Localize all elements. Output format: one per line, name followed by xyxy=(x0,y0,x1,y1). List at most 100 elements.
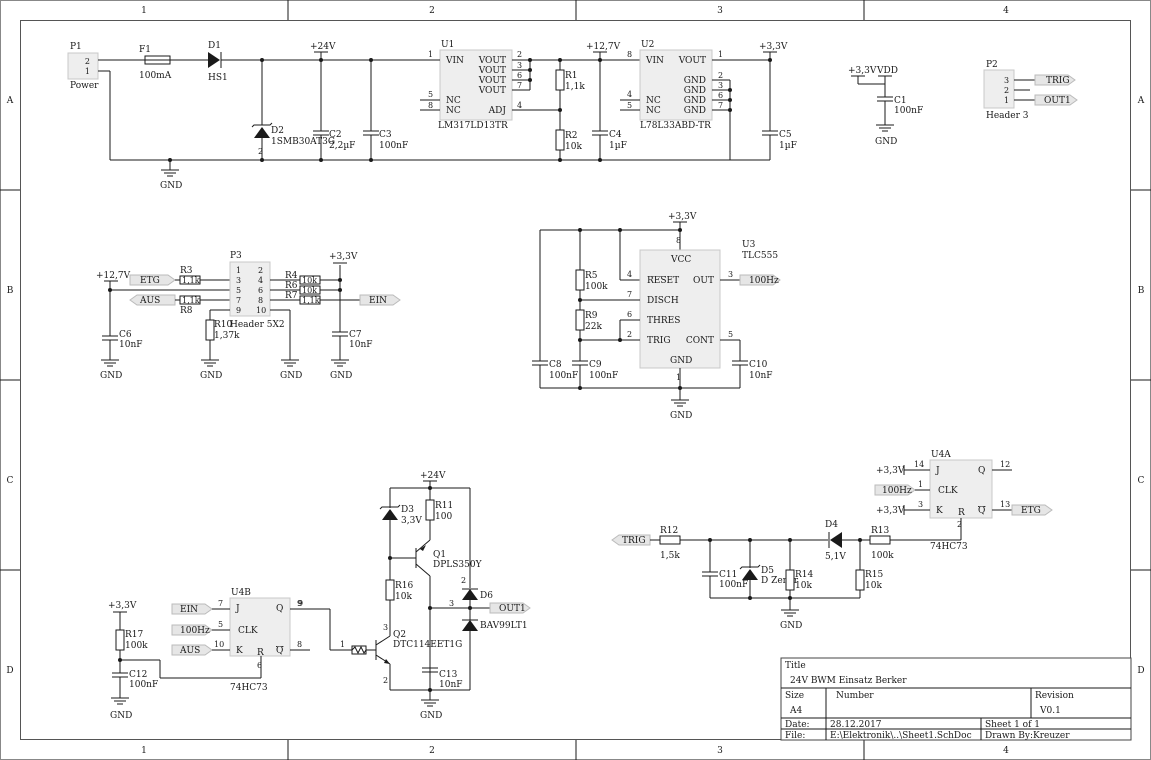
port-ein-p3[interactable]: EIN xyxy=(359,294,401,306)
d2-ref: D2 xyxy=(271,126,284,136)
c5-ref: C5 xyxy=(779,130,792,140)
c12-capacitor[interactable]: C12 100nF xyxy=(112,670,158,690)
c4-capacitor[interactable]: C4 1µF xyxy=(592,130,627,151)
c1-ref: C1 xyxy=(894,96,907,106)
u4b-pin-no-8: 8 xyxy=(297,640,302,649)
r15-ref: R15 xyxy=(865,570,884,580)
power-127v-top: +12,7V xyxy=(586,42,621,60)
u4b-pin-q: Q xyxy=(276,604,283,614)
q2-digital-transistor[interactable]: Q2 DTC114EET1G 3 2 xyxy=(351,623,462,685)
r15-resistor[interactable]: R15 10k xyxy=(855,569,884,591)
c7-capacitor[interactable]: C7 10nF xyxy=(332,330,373,350)
r8-value: 1,1k xyxy=(182,296,200,305)
col-label-top-1: 1 xyxy=(141,6,147,16)
r5-value: 100k xyxy=(585,282,608,292)
u1-ref: U1 xyxy=(441,40,454,50)
c11-capacitor[interactable]: C11 100nF xyxy=(702,570,748,590)
p2-header[interactable]: P2 3 2 1 Header 3 xyxy=(983,60,1029,121)
power-33v-label: +3,3V xyxy=(759,42,788,52)
port-ein-u4b[interactable]: EIN xyxy=(171,603,213,615)
r1-resistor[interactable]: R1 1,1k xyxy=(555,69,585,92)
u4b-flipflop[interactable]: U4B J CLK K Q Q R 74HC73 7 5 10 6 9 8 xyxy=(214,588,302,693)
c13-ref: C13 xyxy=(439,670,458,680)
p1-power-connector[interactable]: 2 1 P1 Power xyxy=(67,42,99,91)
gnd-symbol-c1: GND xyxy=(875,124,897,147)
gnd-symbol-c12: GND xyxy=(110,697,132,721)
port-trig-input[interactable]: TRIG xyxy=(611,534,651,546)
u3-timer[interactable]: U3 TLC555 VCC RESET OUT DISCH THRES TRIG… xyxy=(627,236,778,382)
port-100hz-u4a[interactable]: 100Hz xyxy=(874,484,916,496)
r5-resistor[interactable]: R5 100k xyxy=(575,269,608,292)
c4-value: 1µF xyxy=(609,141,627,151)
port-100hz-u4a-label: 100Hz xyxy=(882,486,912,496)
port-aus-u4b[interactable]: AUS xyxy=(171,644,213,656)
c9-capacitor[interactable]: C9 100nF xyxy=(572,360,618,381)
d1-ref: D1 xyxy=(208,41,221,51)
u4a-flipflop[interactable]: U4A J CLK K Q Q R 74HC73 14 1 3 2 12 13 xyxy=(914,450,1010,552)
d4-value: 5,1V xyxy=(825,552,846,562)
c8-value: 100nF xyxy=(549,371,578,381)
power-127v-label: +12,7V xyxy=(586,42,621,52)
d6-dual-diode[interactable]: D6 BAV99LT1 2 3 xyxy=(449,576,528,631)
d5-zener-diode[interactable]: D5 D Zener xyxy=(739,564,799,586)
u4b-pin-clk: CLK xyxy=(238,626,258,636)
port-100hz-u3[interactable]: 100Hz xyxy=(739,274,781,286)
gnd-symbol-p3: GND xyxy=(280,359,302,381)
c6-capacitor[interactable]: C6 10nF xyxy=(102,330,143,350)
u4a-pin-no-3: 3 xyxy=(918,500,923,509)
u3-ref: U3 xyxy=(742,240,756,250)
f1-fuse[interactable]: F1 100mA xyxy=(139,45,172,81)
port-100hz-u4b[interactable]: 100Hz xyxy=(171,624,213,636)
r2-ref: R2 xyxy=(565,131,578,141)
c5-capacitor[interactable]: C5 1µF xyxy=(762,130,797,151)
u2-pin-gnd-1: GND xyxy=(684,76,706,86)
c10-value: 10nF xyxy=(749,371,773,381)
p3-header-5x2[interactable]: P3 1 3 5 7 9 2 4 6 8 10 Header 5X2 xyxy=(229,251,285,330)
port-aus-p3[interactable]: AUS xyxy=(129,294,176,306)
r12-resistor[interactable]: R12 1,5k xyxy=(659,526,681,561)
d4-zener-diode[interactable]: D4 5,1V xyxy=(825,520,846,562)
q1-pnp-transistor[interactable]: Q1 DPLS350Y xyxy=(415,539,483,577)
d1-diode[interactable]: D1 HS1 xyxy=(208,41,228,83)
c10-capacitor[interactable]: C10 10nF xyxy=(732,360,773,381)
gnd-label-c6: GND xyxy=(100,371,122,381)
r11-resistor[interactable]: R11 100 xyxy=(425,499,453,522)
port-out1-output[interactable]: OUT1 xyxy=(489,602,531,614)
d6-value: BAV99LT1 xyxy=(480,621,528,631)
p3-pin-10: 10 xyxy=(256,306,266,315)
gnd-label-c1: GND xyxy=(875,137,897,147)
r9-resistor[interactable]: R9 22k xyxy=(575,309,602,332)
c1-capacitor[interactable]: C1 100nF xyxy=(877,96,923,116)
port-out1-p2[interactable]: OUT1 xyxy=(1034,94,1078,106)
port-trig-p2[interactable]: TRIG xyxy=(1034,74,1076,86)
r13-resistor[interactable]: R13 100k xyxy=(869,526,894,561)
r17-resistor[interactable]: R17 100k xyxy=(115,629,148,651)
port-etg-p3[interactable]: ETG xyxy=(129,274,176,286)
c8-capacitor[interactable]: C8 100nF xyxy=(532,360,578,381)
u1-regulator[interactable]: U1 VIN VOUT VOUT VOUT VOUT NC NC ADJ LM3… xyxy=(420,40,522,131)
port-trig-input-label: TRIG xyxy=(622,536,646,546)
c13-capacitor[interactable]: C13 10nF xyxy=(422,667,463,690)
col-label-top-2: 2 xyxy=(429,6,435,16)
d5-ref: D5 xyxy=(761,566,774,576)
r8-resistor[interactable]: 1,1k R8 xyxy=(179,295,201,316)
r2-resistor[interactable]: R2 10k xyxy=(555,129,582,152)
r3-resistor[interactable]: 1,1k R3 xyxy=(179,266,201,285)
r17-ref: R17 xyxy=(125,630,144,640)
power-33v-u4a-j: +3,3V xyxy=(876,465,905,476)
port-etg-u4a[interactable]: ETG xyxy=(1011,504,1053,516)
u4b-ref: U4B xyxy=(231,588,251,598)
d2-tvs-diode[interactable]: D2 1SMB30AT3G 2 xyxy=(251,122,335,156)
u3-pin-no-4: 4 xyxy=(627,270,632,279)
c3-capacitor[interactable]: C3 100nF xyxy=(363,130,408,151)
d3-zener-diode[interactable]: D3 3,3V xyxy=(379,504,422,526)
flipflop-u4a-section: U4A J CLK K Q Q R 74HC73 14 1 3 2 12 13 … xyxy=(874,450,1053,552)
r14-resistor[interactable]: R14 10k xyxy=(785,569,814,591)
r16-resistor[interactable]: R16 10k xyxy=(385,579,414,602)
u3-pin-trig: TRIG xyxy=(647,336,671,346)
r7-value: 1,1k xyxy=(302,296,320,305)
date-value: 28.12.2017 xyxy=(830,720,882,730)
r9-value: 22k xyxy=(585,322,602,332)
u3-pin-no-7: 7 xyxy=(627,290,632,299)
u2-regulator[interactable]: U2 VIN VOUT GND GND GND GND NC NC L78L33… xyxy=(620,40,723,131)
